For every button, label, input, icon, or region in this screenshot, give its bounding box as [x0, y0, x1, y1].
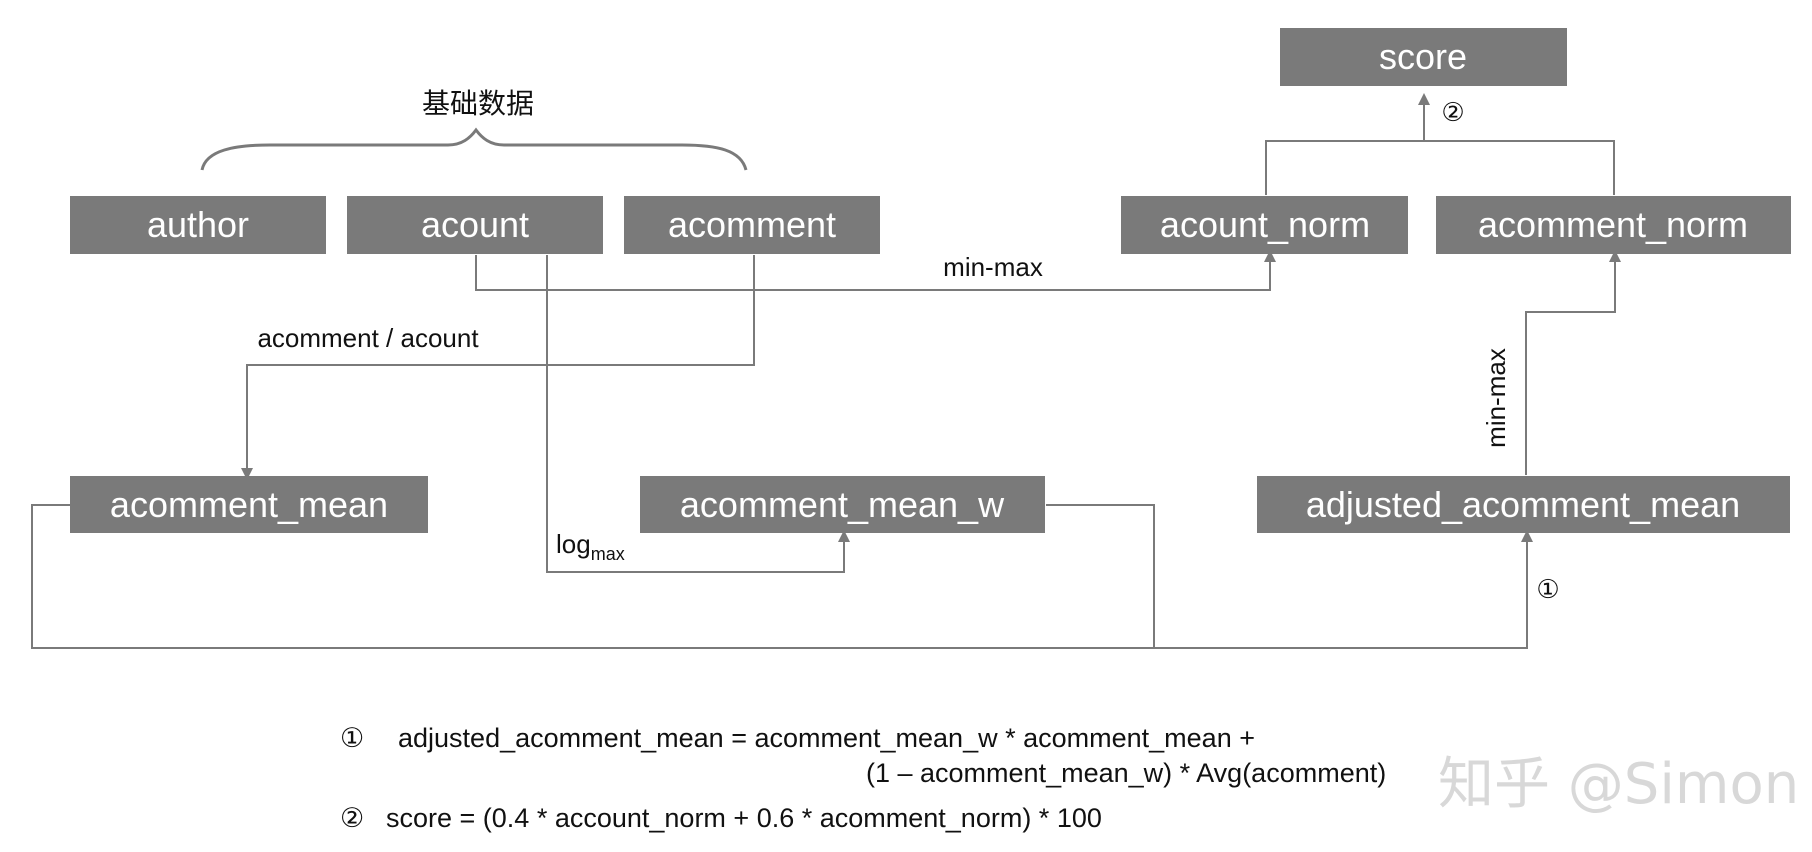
- node-acomment-mean: acomment_mean: [70, 476, 428, 533]
- svg-text:acomment_mean: acomment_mean: [110, 484, 388, 525]
- step-marker-one: ①: [1536, 574, 1559, 604]
- watermark-text: 知乎 @Simon: [1438, 752, 1799, 817]
- edge-to-adjusted-acomment-mean: [31, 504, 1533, 649]
- svg-text:acomment_norm: acomment_norm: [1478, 204, 1748, 245]
- edge-label-ratio: acomment / acount: [257, 323, 479, 353]
- node-acomment-norm: acomment_norm: [1436, 196, 1791, 254]
- formula-two-line: score = (0.4 * account_norm + 0.6 * acom…: [386, 803, 1102, 833]
- edge-label-min-max-top: min-max: [943, 252, 1043, 282]
- node-acomment: acomment: [624, 196, 880, 254]
- edge-acomment-mean-w-to-merge: [1046, 504, 1155, 648]
- formula-one-line-two: (1 – acomment_mean_w) * Avg(acomment): [866, 758, 1386, 788]
- svg-text:adjusted_acomment_mean: adjusted_acomment_mean: [1306, 484, 1740, 525]
- group-brace: [200, 127, 748, 171]
- formula-two-marker: ②: [340, 803, 364, 833]
- node-adjusted-acomment-mean: adjusted_acomment_mean: [1257, 476, 1790, 533]
- formula-one-marker: ①: [340, 723, 364, 753]
- svg-text:acount: acount: [421, 204, 529, 245]
- edge-label-log-sub: max: [591, 544, 625, 564]
- svg-text:acomment: acomment: [668, 204, 836, 245]
- edge-label-log-main: log: [556, 529, 591, 559]
- edge-acount-to-acount-norm: [475, 250, 1276, 291]
- edge-label-log: logmax: [556, 529, 625, 564]
- node-score: score: [1280, 28, 1567, 86]
- svg-text:acomment_mean_w: acomment_mean_w: [680, 484, 1005, 525]
- node-author: author: [70, 196, 326, 254]
- edge-acount-to-acomment-mean-w: [546, 255, 850, 573]
- svg-text:acount_norm: acount_norm: [1160, 204, 1370, 245]
- svg-text:score: score: [1379, 36, 1467, 77]
- edge-label-min-max-vertical: min-max: [1481, 348, 1511, 448]
- edge-ratio-to-acomment-mean: [241, 255, 755, 480]
- node-acount-norm: acount_norm: [1121, 196, 1408, 254]
- edge-norms-to-score: [1265, 140, 1615, 195]
- node-acomment-mean-w: acomment_mean_w: [640, 476, 1045, 533]
- node-acount: acount: [347, 196, 603, 254]
- edge-adjusted-to-acomment-norm: [1525, 250, 1621, 475]
- group-title: 基础数据: [422, 87, 534, 120]
- svg-text:author: author: [147, 204, 249, 245]
- formula-one-line-one: adjusted_acomment_mean = acomment_mean_w…: [398, 723, 1255, 753]
- step-marker-two: ②: [1441, 97, 1464, 127]
